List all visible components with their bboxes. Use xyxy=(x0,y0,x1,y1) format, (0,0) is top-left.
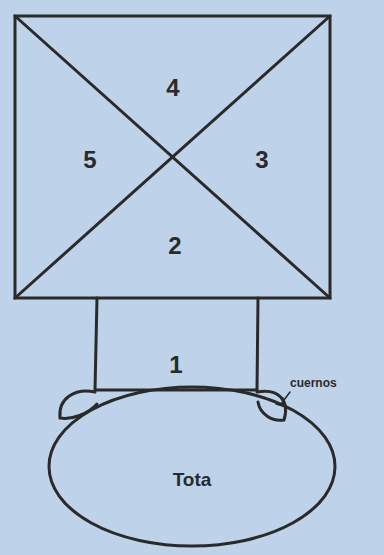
head-shape xyxy=(47,385,337,548)
neck-line xyxy=(257,298,258,390)
callout-number: 3 xyxy=(255,146,268,174)
horn-left xyxy=(60,391,97,418)
callout-number: 4 xyxy=(166,74,179,102)
node-text: Tota xyxy=(173,469,212,491)
head-outline: Tota xyxy=(47,385,337,548)
callout-number: 5 xyxy=(83,146,96,174)
callout-number: 1 xyxy=(169,351,182,379)
callout-number: 2 xyxy=(168,232,181,260)
neck-line xyxy=(95,298,97,390)
part-label: cuernos xyxy=(290,376,337,390)
diagonal-line xyxy=(15,16,330,298)
diagonal-line xyxy=(15,16,330,298)
square-frame xyxy=(15,16,330,298)
